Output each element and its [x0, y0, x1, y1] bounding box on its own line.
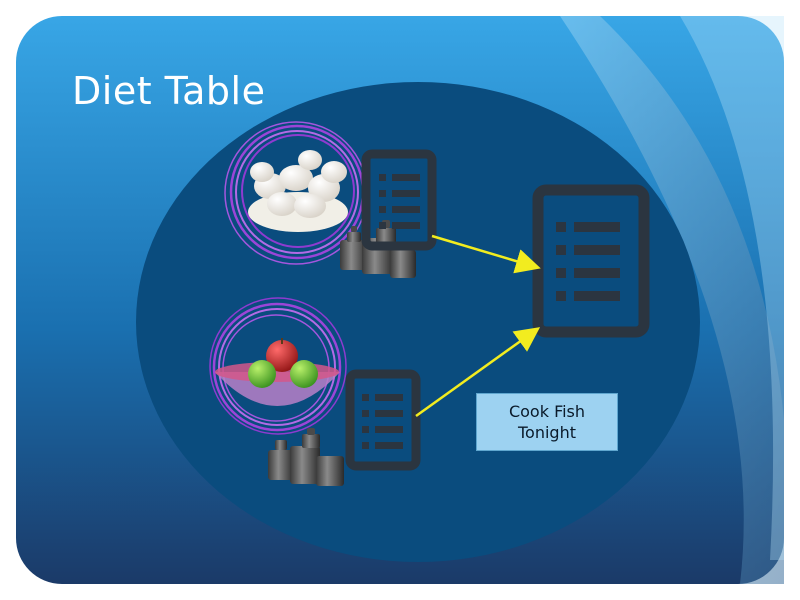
weights-icon — [268, 428, 344, 486]
slide-title: Diet Table — [72, 69, 266, 113]
note-line: Cook Fish — [508, 402, 586, 421]
note-line: Tonight — [518, 423, 576, 442]
arrow-connector — [415, 327, 541, 418]
arrow-connector — [431, 234, 541, 274]
document-list-icon — [361, 149, 437, 251]
document-list-icon — [345, 369, 421, 471]
note-box: Cook Fish Tonight — [476, 393, 618, 451]
apple-bowl-icon — [209, 297, 347, 435]
